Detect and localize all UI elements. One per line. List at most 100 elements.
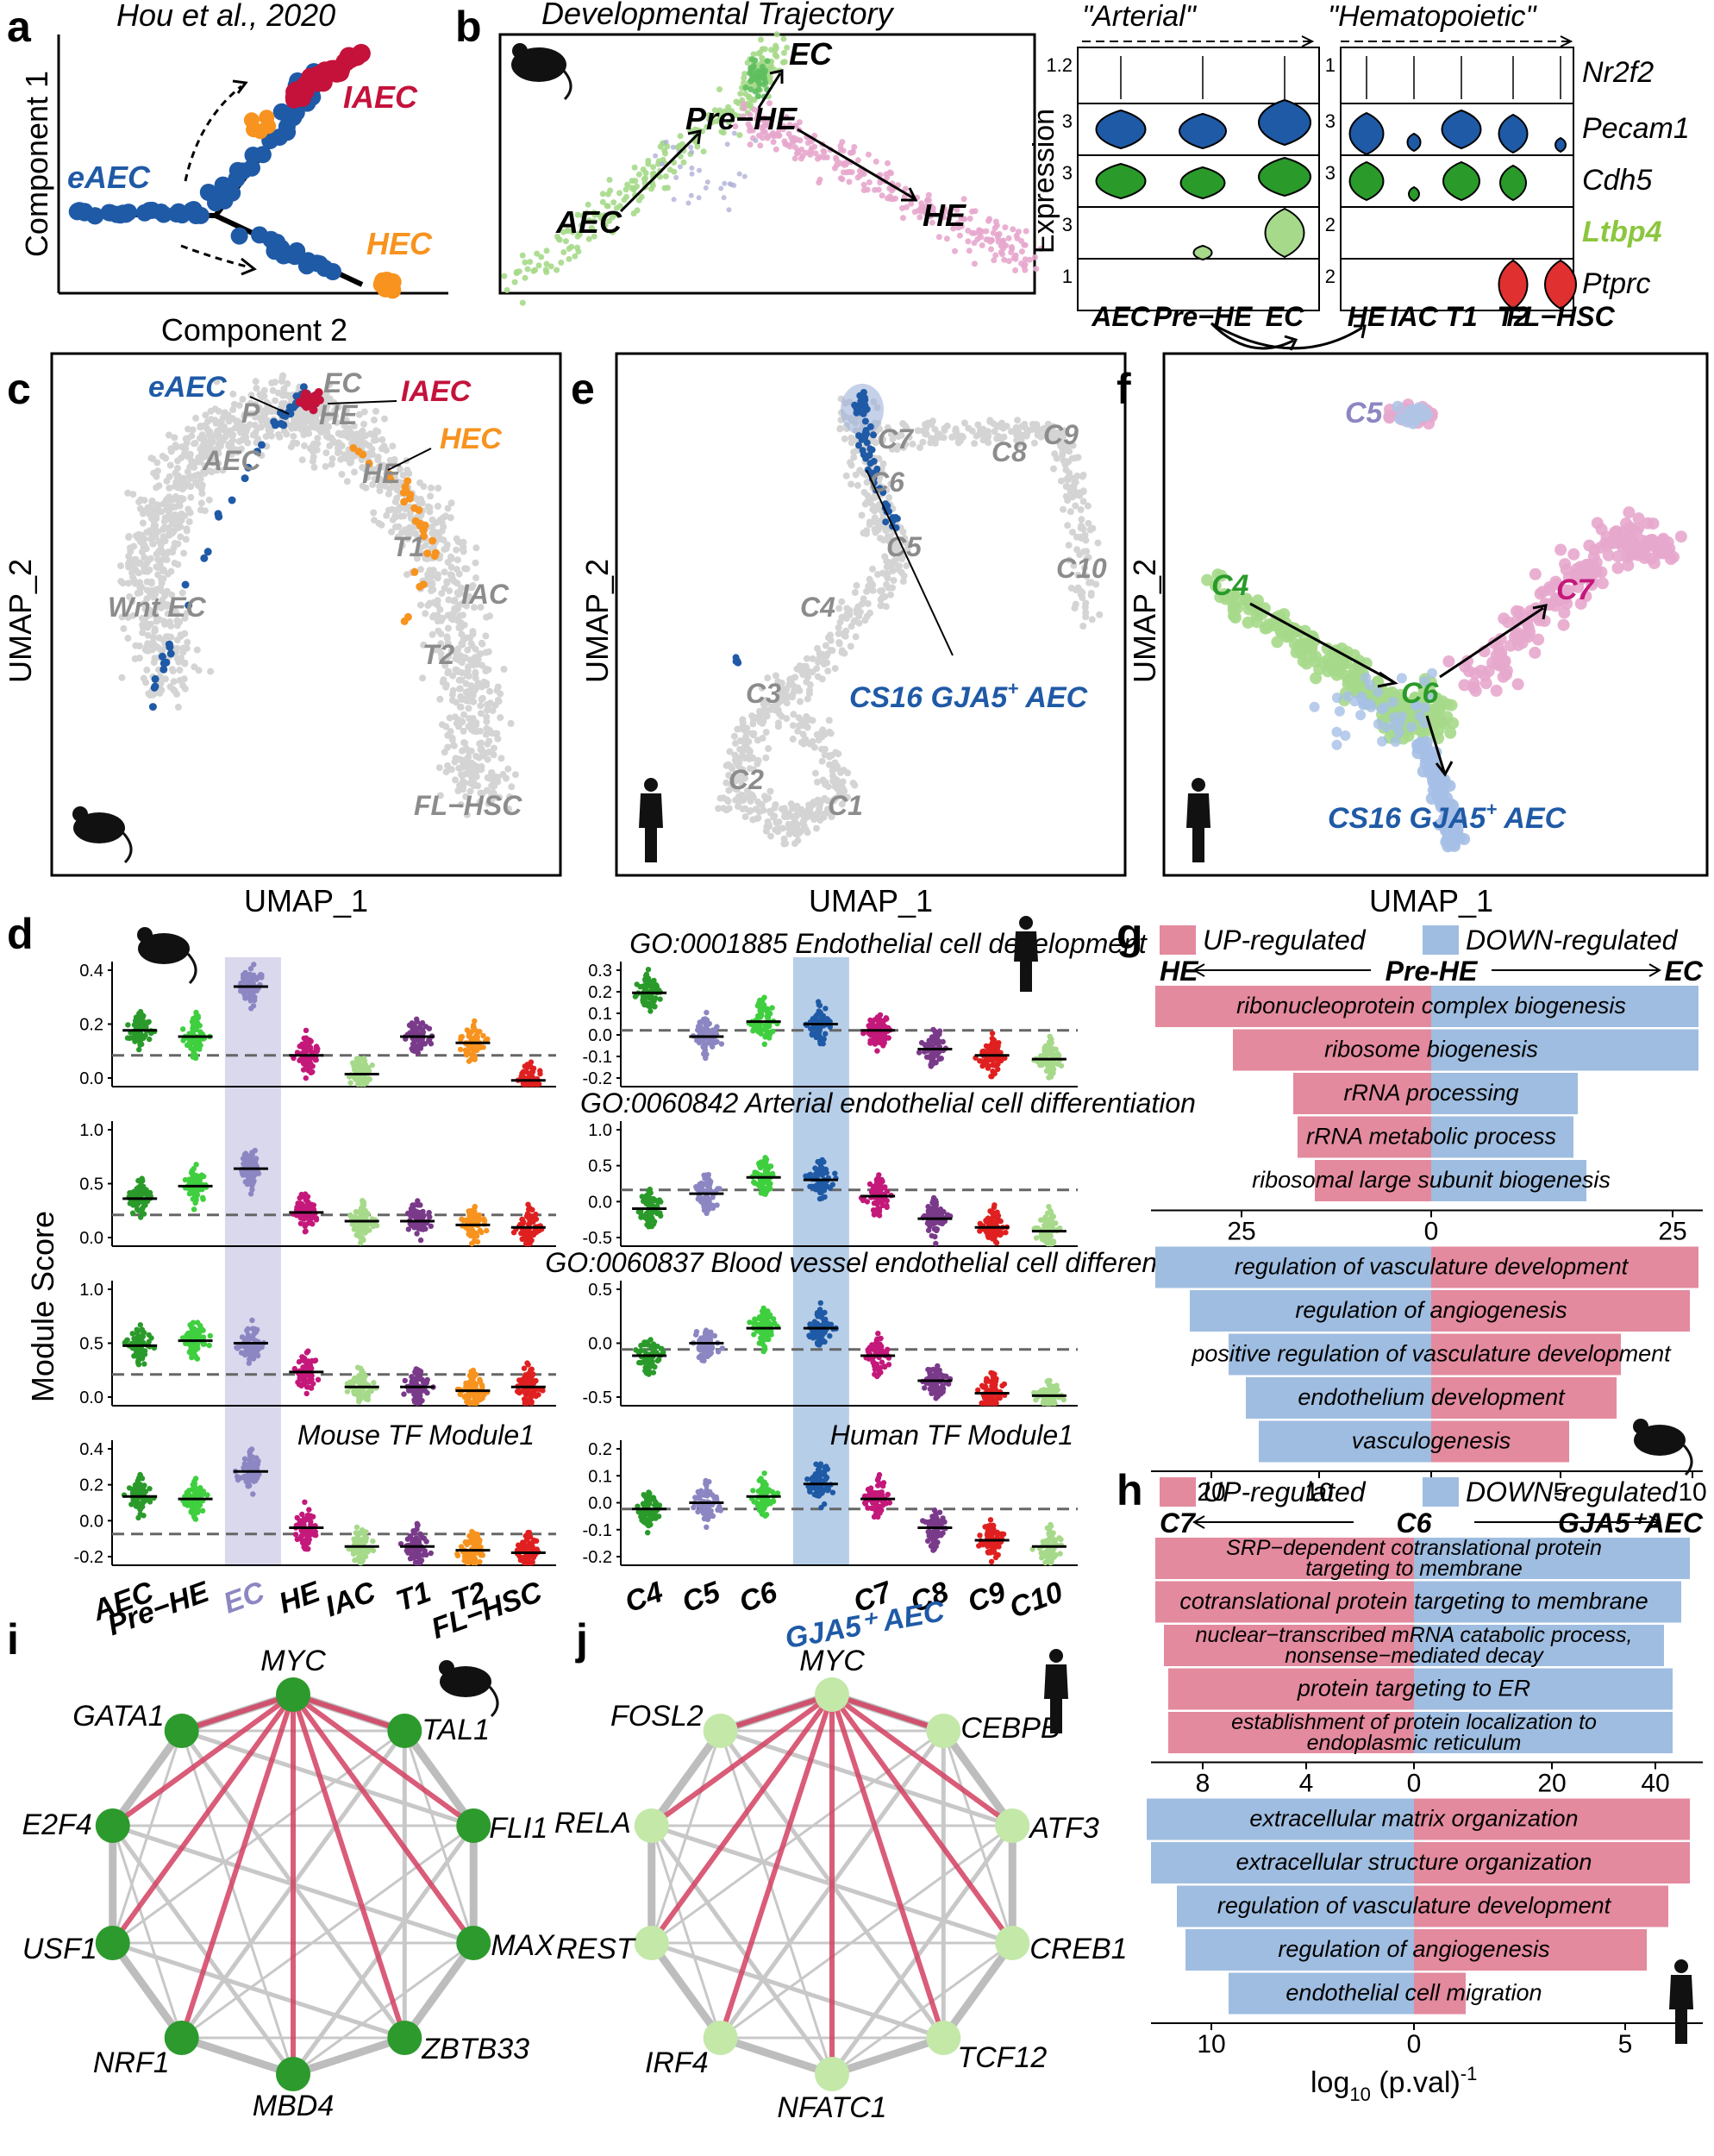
umap-cell (163, 556, 171, 563)
umap-cell (504, 765, 512, 773)
umap-cell (467, 682, 475, 690)
cluster-label: C5 (1345, 397, 1384, 429)
aec-cell (635, 171, 642, 178)
umap-cell (872, 529, 879, 536)
human-icon-head (1192, 778, 1205, 792)
strip-point (124, 1035, 131, 1041)
aec-cell (773, 31, 780, 38)
umap-cell (813, 824, 820, 832)
eaec-dot (111, 206, 129, 224)
strip-point (808, 1025, 814, 1032)
panel-b: b Developmental Trajectory EC Pre−HE AEC… (455, 0, 1690, 351)
umap-cell (447, 553, 454, 561)
umap-cell (310, 423, 318, 430)
eaec-dot (251, 226, 268, 244)
other-cell (736, 171, 742, 177)
umap-cell (416, 479, 423, 486)
umap-cell (229, 390, 237, 398)
umap-cell (460, 711, 467, 718)
aec-cell (773, 53, 780, 60)
umap-cell (835, 750, 842, 758)
eaec-dot (297, 257, 316, 275)
violin-tick: 1 (1062, 266, 1073, 287)
aec-cell (1373, 686, 1384, 698)
umap-cell (229, 436, 236, 444)
umap-cell (441, 568, 448, 576)
umap-cell (835, 624, 842, 631)
aec-callout-tail: AEC (1018, 681, 1087, 714)
umap-cell (149, 691, 157, 699)
iaec-dot (335, 53, 355, 72)
aec-cell (725, 103, 732, 110)
umap-cell (745, 738, 753, 745)
panel-d-ylabel: Module Score (25, 1211, 60, 1402)
strip-point (303, 1065, 310, 1071)
umap-cell (850, 454, 858, 461)
aec-pointer (866, 469, 954, 656)
eaec-dot (228, 170, 246, 188)
panel-a-xlabel: Component 2 (161, 312, 347, 348)
umap-cell (467, 640, 475, 648)
c4-cell (1259, 622, 1272, 635)
umap-cell (749, 731, 757, 739)
aec-cell (513, 268, 520, 275)
aec-cell (575, 248, 582, 255)
umap-cell (426, 567, 434, 574)
human-icon (1186, 778, 1210, 862)
he-cell (999, 238, 1006, 244)
cluster-label: C3 (746, 678, 781, 709)
umap-cell (389, 442, 397, 450)
other-cell (688, 144, 694, 150)
umap-cell (1062, 492, 1070, 500)
violin (1498, 113, 1529, 154)
violin (1348, 111, 1385, 156)
aec-cell (635, 197, 642, 204)
panel-b-node-he: HE (923, 197, 966, 233)
umap-cell (198, 431, 206, 439)
he-cell (883, 171, 890, 178)
panel-a-label-hec: HEC (366, 226, 433, 261)
strip-point (363, 1066, 369, 1072)
eaec-cell (203, 548, 212, 556)
umap-cell (500, 666, 508, 673)
strip-point (414, 1016, 420, 1023)
aec-cell (761, 46, 768, 53)
umap-cell (479, 661, 485, 669)
aec-cell (576, 231, 583, 238)
he-cell (1010, 226, 1017, 233)
he-cell (747, 111, 754, 118)
umap-cell (454, 652, 461, 660)
strip-point (315, 1045, 321, 1052)
iaec-dot (313, 72, 333, 92)
umap-cell (173, 690, 180, 698)
aec-cell (1355, 710, 1367, 721)
strip-point (480, 1044, 486, 1050)
he-cell (885, 195, 891, 202)
he-cell (888, 170, 894, 177)
umap-cell (838, 598, 846, 605)
umap-cell (359, 427, 366, 435)
umap-cell (816, 801, 823, 809)
umap-cell (848, 461, 855, 469)
strip-point (704, 1009, 710, 1016)
strip-point (252, 993, 258, 1000)
hec-label: HEC (440, 423, 502, 455)
he-cell (946, 216, 953, 222)
panel-b-node-ec: EC (789, 36, 833, 72)
umap-cell (881, 570, 888, 578)
eaec-dot (230, 227, 248, 245)
umap-cell (1079, 623, 1087, 630)
umap-cell (824, 634, 832, 642)
ec-cell (764, 58, 771, 65)
other-cell (685, 200, 691, 206)
umap-cell (435, 764, 443, 772)
umap-cell (780, 835, 788, 843)
umap-cell (799, 671, 807, 679)
he-cell (927, 213, 934, 220)
umap-cell (443, 578, 451, 586)
umap-cell (809, 801, 816, 809)
eaec-label: eAEC (148, 371, 227, 404)
umap-cell (853, 606, 860, 614)
strip-point (369, 1062, 375, 1069)
umap-cell (820, 661, 828, 667)
